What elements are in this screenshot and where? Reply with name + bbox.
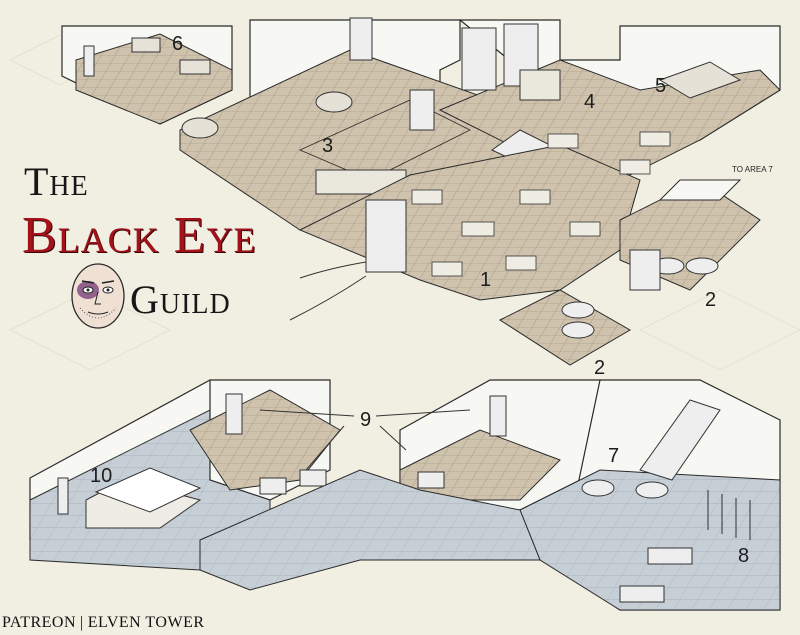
footer-separator: | [80,614,84,631]
leader-lines-area-9 [259,409,471,471]
title-line-the: The [24,159,89,204]
footer-elven-tower: ELVEN TOWER [87,614,205,631]
area-label-2-east: 2 [705,289,716,311]
area-label-4: 4 [584,91,595,113]
corridor-lower [199,469,541,591]
room-area-2-east [619,179,761,291]
room-area-9-east [399,379,601,511]
room-area-9-west [189,379,341,501]
room-area-2-south [498,289,631,366]
room-area-7-8 [519,379,781,611]
room-area-1 [289,131,671,321]
area-label-8: 8 [738,545,749,567]
area-label-10: 10 [90,465,112,487]
area-label-2-south: 2 [594,357,605,379]
footer-patreon: PATREON [2,614,77,631]
room-area-4-5 [438,19,781,181]
to-area-7-note: TO AREA 7 [732,165,773,174]
area-label-7: 7 [608,445,619,467]
area-label-6: 6 [172,33,183,55]
area-label-9: 9 [360,409,371,431]
area-number-labels: 6 3 4 5 1 2 2 9 10 7 8 [90,33,749,567]
bruised-face-portrait-icon [71,263,125,329]
area-label-3: 3 [322,135,333,157]
room-area-6 [61,25,233,125]
footer-credit: PATREON|ELVEN TOWER [2,614,205,632]
title-line-guild: Guild [130,277,231,322]
area-label-1: 1 [480,269,491,291]
title-line-black-eye: Black Eye [22,207,257,264]
area-label-5: 5 [655,75,666,97]
to-area-7-connector: TO AREA 7 [658,165,773,201]
